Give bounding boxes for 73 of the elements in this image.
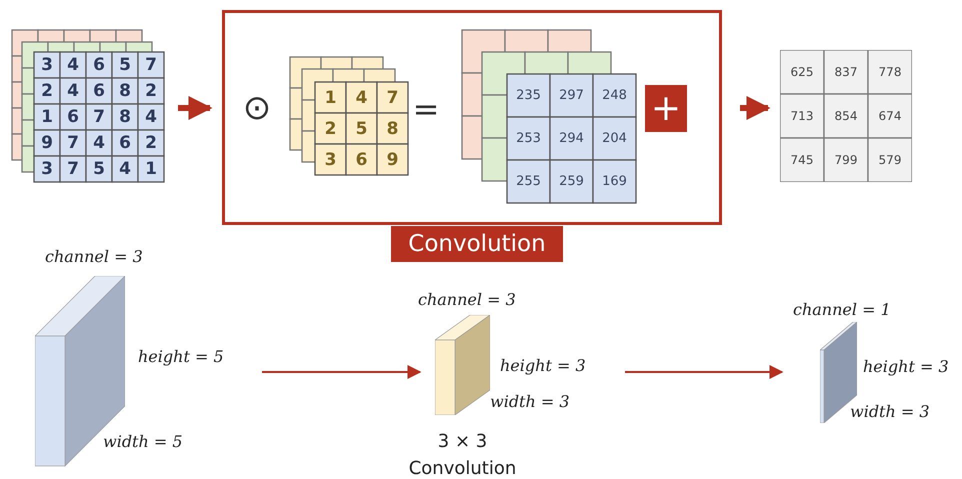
- dimension-label: channel = 3: [45, 247, 143, 266]
- matrix-value: 7: [66, 158, 80, 181]
- matrix-value: 674: [878, 108, 902, 125]
- dimension-label: width = 5: [103, 432, 183, 451]
- matrix-value: 6: [92, 54, 106, 77]
- matrix-value: 5: [354, 118, 368, 140]
- tensor-block: [435, 315, 490, 415]
- matrix-value: 6: [354, 148, 368, 172]
- dimension-label: channel = 1: [793, 300, 891, 319]
- dimension-label: width = 3: [850, 402, 930, 421]
- matrix-value: 3: [40, 158, 54, 181]
- matrix-value: 297: [558, 87, 585, 105]
- result-matrix: [780, 50, 912, 182]
- arrow: [625, 365, 784, 379]
- matrix-value: 3: [324, 148, 338, 172]
- matrix-value: 745: [790, 152, 814, 169]
- matrix-value: 7: [92, 106, 106, 129]
- matrix-value: 4: [144, 106, 158, 129]
- matrix-value: 8: [118, 106, 132, 129]
- matrix-value: 4: [354, 86, 368, 110]
- arrow: [740, 96, 770, 120]
- matrix-value: 3: [40, 54, 54, 77]
- matrix-value: 837: [834, 64, 858, 81]
- matrix-stack-drawing: [10, 28, 166, 185]
- matrix-value: 5: [92, 158, 106, 181]
- convolution-title: Convolution: [391, 226, 563, 262]
- matrix-value: 259: [558, 173, 585, 191]
- matrix-value: 8: [386, 118, 400, 140]
- dimension-label: width = 3: [490, 392, 570, 411]
- matrix-value: 204: [601, 130, 628, 148]
- matrix-value: 4: [118, 158, 132, 181]
- matrix-value: 7: [386, 86, 400, 110]
- matrix-value: 7: [66, 132, 80, 155]
- matrix-value: 2: [40, 80, 54, 103]
- arrow: [262, 365, 422, 379]
- matrix-value: 253: [515, 130, 542, 148]
- matrix-value: 8: [118, 80, 132, 103]
- matrix-value: 235: [515, 87, 542, 105]
- matrix-value: 2: [324, 118, 338, 140]
- matrix-value: 1: [144, 158, 158, 181]
- matrix-value: 4: [66, 54, 80, 77]
- matrix-value: 4: [66, 80, 80, 103]
- hadamard-symbol: ⊙: [242, 88, 272, 128]
- matrix-value: 7: [144, 54, 158, 77]
- matrix-value: 255: [515, 173, 542, 191]
- matrix-value: 169: [601, 173, 628, 191]
- dimension-label: height = 3: [863, 357, 949, 376]
- plus-symbol: +: [645, 85, 687, 132]
- matrix-value: 778: [878, 64, 902, 81]
- matrix-value: 579: [878, 152, 902, 169]
- matrix-value: 854: [834, 108, 858, 125]
- matrix-value: 6: [118, 132, 132, 155]
- matrix-value: 6: [92, 80, 106, 103]
- matrix-value: 294: [558, 130, 585, 148]
- matrix-value: 1: [40, 106, 54, 129]
- matrix-value: 625: [790, 64, 814, 81]
- matrix-value: 2: [144, 132, 158, 155]
- matrix-value: 2: [144, 80, 158, 103]
- matrix-value: 9: [40, 132, 54, 155]
- matrix-value: 5: [118, 54, 132, 77]
- arrow: [178, 96, 212, 120]
- matrix-value: 4: [92, 132, 106, 155]
- matrix-value: 6: [66, 106, 80, 129]
- matrix-value: 713: [790, 108, 814, 125]
- dimension-label: height = 3: [500, 356, 586, 375]
- matrix-value: 9: [386, 148, 400, 172]
- matrix-value: 248: [601, 87, 628, 105]
- matrix-value: 799: [834, 152, 858, 169]
- equals-sign: =: [412, 92, 440, 126]
- matrix-value: 1: [324, 86, 338, 110]
- node-label: 3 × 3 Convolution: [408, 430, 518, 479]
- dimension-label: channel = 3: [418, 290, 516, 309]
- dimension-label: height = 5: [138, 347, 224, 366]
